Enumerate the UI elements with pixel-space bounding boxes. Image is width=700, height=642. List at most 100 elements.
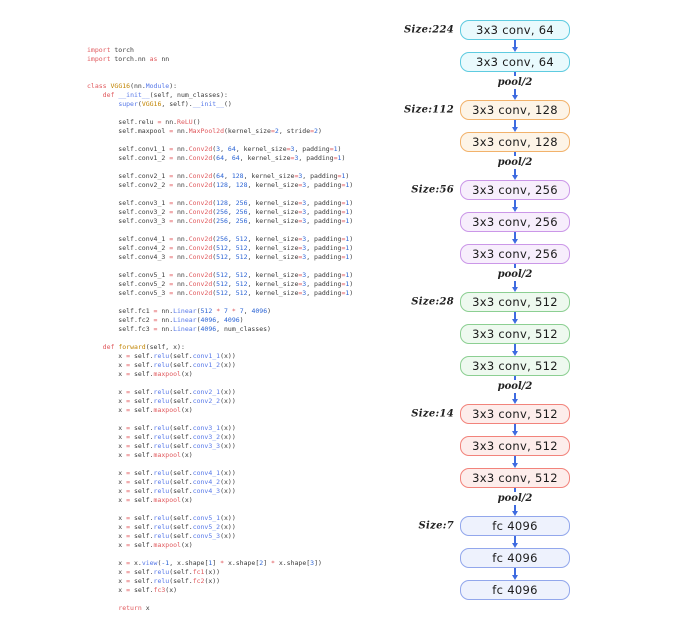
code-token-p: , bbox=[220, 145, 228, 153]
code-token-p: , padding bbox=[306, 208, 342, 216]
code-token-n: 3 bbox=[302, 217, 307, 225]
layer-label: 3x3 conv, 128 bbox=[472, 135, 558, 149]
code-token-n: 1 bbox=[345, 289, 350, 297]
code-token-r: maxpool bbox=[153, 451, 181, 459]
code-token-o: = bbox=[169, 244, 174, 252]
code-token-p: self. bbox=[130, 370, 154, 378]
pool-label: pool/2 bbox=[497, 157, 533, 168]
code-line bbox=[87, 550, 353, 559]
code-token-o: = bbox=[169, 280, 174, 288]
code-token-p: x bbox=[87, 514, 127, 522]
code-token-p: (x) bbox=[165, 586, 178, 594]
pool-label: pool/2 bbox=[497, 269, 533, 280]
code-token-p: , padding bbox=[306, 199, 342, 207]
code-token-p: ( bbox=[212, 154, 217, 162]
code-line: x = self.relu(self.conv1_1(x)) bbox=[87, 352, 353, 361]
code-token-p: , bbox=[227, 217, 236, 225]
code-token-o: = bbox=[169, 253, 174, 261]
arrow-down-icon bbox=[512, 127, 518, 132]
code-token-p: (x)) bbox=[220, 388, 236, 396]
code-token-n: 512 bbox=[235, 235, 248, 243]
code-line: x = self.relu(self.conv4_3(x)) bbox=[87, 487, 353, 496]
arrow-down-icon bbox=[512, 431, 518, 436]
arrow-down-icon bbox=[512, 351, 518, 356]
code-line bbox=[87, 109, 353, 118]
code-token-n: 3 bbox=[302, 244, 307, 252]
code-token-p: (x)) bbox=[220, 433, 236, 441]
down-arrow bbox=[512, 120, 518, 132]
code-line: return x bbox=[87, 604, 353, 613]
code-token-o: * bbox=[231, 307, 236, 315]
code-token-n: 256 bbox=[216, 208, 228, 216]
code-token-r: maxpool bbox=[153, 541, 181, 549]
code-token-p bbox=[87, 343, 103, 351]
code-token-p: ) bbox=[349, 253, 354, 261]
code-token-o: = bbox=[126, 532, 131, 540]
code-token-r: fc3 bbox=[153, 586, 166, 594]
size-label: Size:112 bbox=[403, 104, 454, 116]
code-token-p: x bbox=[87, 442, 127, 450]
code-token-n: 4096 bbox=[200, 325, 217, 333]
connector-line bbox=[514, 89, 516, 95]
code-token-p: , kernel_size bbox=[247, 271, 299, 279]
code-token-o: = bbox=[341, 199, 346, 207]
code-token-p: nn. bbox=[173, 181, 189, 189]
code-token-o: * bbox=[271, 559, 275, 567]
code-token-b: Linear bbox=[173, 325, 197, 333]
code-line: x = self.relu(self.conv4_2(x)) bbox=[87, 478, 353, 487]
down-arrow bbox=[512, 393, 518, 404]
code-token-p: self. bbox=[130, 541, 154, 549]
code-token-n: 1 bbox=[337, 154, 342, 162]
connector-line bbox=[514, 200, 516, 207]
code-token-p: , kernel_size bbox=[239, 154, 291, 162]
code-line: x = self.relu(self.conv3_3(x)) bbox=[87, 442, 353, 451]
code-line: self.conv1_1 = nn.Conv2d(3, 64, kernel_s… bbox=[87, 145, 353, 154]
code-token-o: = bbox=[341, 217, 346, 225]
code-token-p: ( bbox=[212, 271, 217, 279]
code-line: self.conv3_3 = nn.Conv2d(256, 256, kerne… bbox=[87, 217, 353, 226]
code-token-n: 7 bbox=[224, 307, 228, 315]
code-token-r: Conv2d bbox=[188, 271, 213, 279]
code-token-o: = bbox=[169, 235, 174, 243]
code-token-p bbox=[87, 91, 103, 99]
layer-label: 3x3 conv, 512 bbox=[472, 295, 558, 309]
down-arrow bbox=[512, 200, 518, 212]
code-token-p: ) bbox=[349, 208, 354, 216]
connector-line bbox=[514, 568, 516, 575]
code-token-p: , padding bbox=[306, 271, 342, 279]
code-token-n: 2 bbox=[314, 127, 318, 135]
code-token-n: 1 bbox=[345, 181, 350, 189]
code-token-p: (self, x): bbox=[145, 343, 185, 351]
code-token-p: (self. bbox=[169, 469, 193, 477]
code-token-p: (x) bbox=[180, 370, 193, 378]
code-line bbox=[87, 595, 353, 604]
code-token-n: 128 bbox=[216, 181, 228, 189]
code-token-p: () bbox=[192, 118, 201, 126]
code-token-n: 3 bbox=[290, 145, 295, 153]
code-token-o: = bbox=[126, 370, 131, 378]
code-token-o: = bbox=[126, 442, 131, 450]
code-token-p: (x)) bbox=[220, 514, 236, 522]
code-line: x = self.maxpool(x) bbox=[87, 451, 353, 460]
code-token-o: = bbox=[169, 271, 174, 279]
code-token-n: 3 bbox=[216, 145, 221, 153]
code-token-p: self.conv5_1 bbox=[87, 271, 170, 279]
code-token-p: , bbox=[224, 154, 232, 162]
code-token-n: 3 bbox=[294, 154, 299, 162]
code-token-n: 512 bbox=[216, 271, 228, 279]
down-arrow bbox=[512, 232, 518, 244]
code-token-b: relu bbox=[153, 388, 170, 396]
code-token-n: 3 bbox=[302, 289, 307, 297]
connector-line bbox=[514, 505, 516, 511]
layer-label: fc 4096 bbox=[492, 519, 538, 533]
pool-label: pool/2 bbox=[497, 381, 533, 392]
code-token-n: 512 bbox=[216, 253, 228, 261]
code-token-r: ReLU bbox=[177, 118, 193, 126]
code-token-o: = bbox=[341, 244, 346, 252]
code-token-p: (self. bbox=[169, 424, 193, 432]
code-line: self.fc1 = nn.Linear(512 * 7 * 7, 4096) bbox=[87, 307, 353, 316]
code-line: class VGG16(nn.Module): bbox=[87, 82, 353, 91]
code-token-p: (x)) bbox=[220, 361, 236, 369]
code-token-p: self. bbox=[130, 514, 154, 522]
code-token-p: x bbox=[87, 487, 127, 495]
